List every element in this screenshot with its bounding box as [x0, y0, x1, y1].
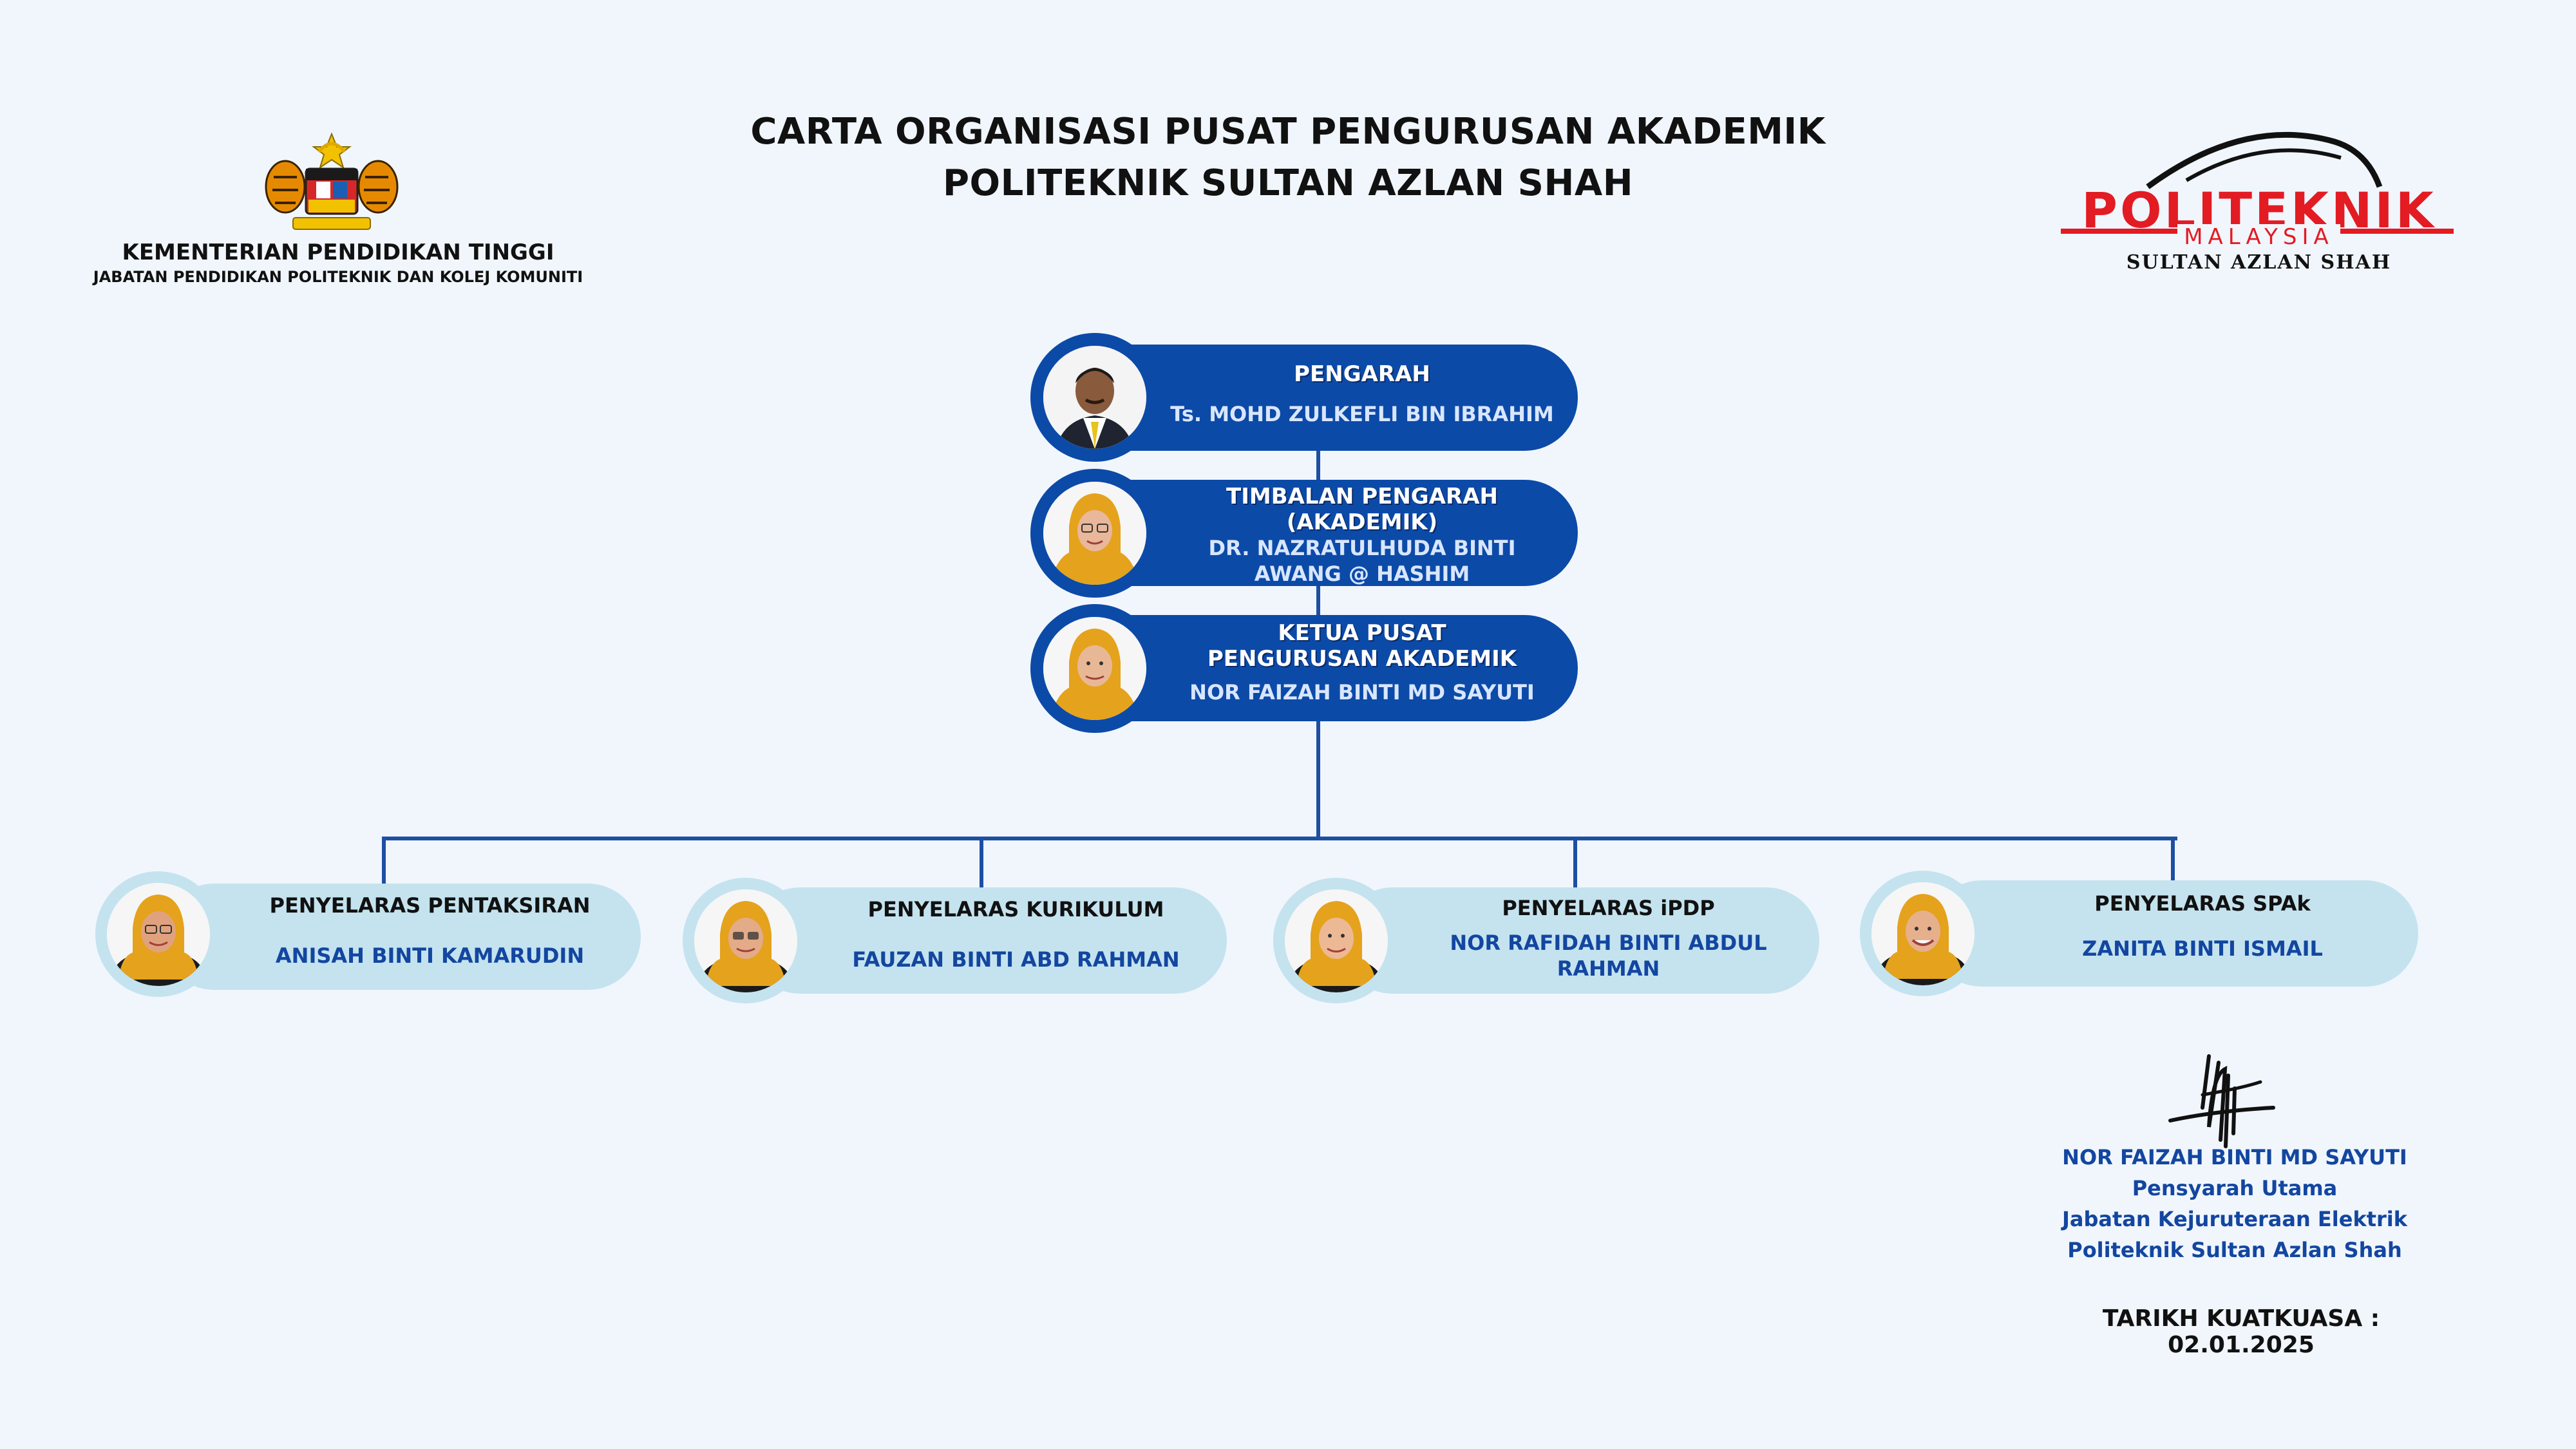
- avatar: [1043, 346, 1146, 449]
- branch-connector: [980, 837, 983, 888]
- person-name: NOR RAFIDAH BINTI ABDUL: [1450, 931, 1767, 955]
- signature: [2168, 1054, 2275, 1148]
- role-title: PENYELARAS KURIKULUM: [867, 897, 1164, 922]
- logo-text-malaysia: MALAYSIA: [2058, 224, 2460, 250]
- person-name: Ts. MOHD ZULKEFLI BIN IBRAHIM: [1170, 402, 1554, 426]
- role-title: KETUA PUSAT: [1278, 620, 1446, 646]
- department-name: JABATAN PENDIDIKAN POLITEKNIK DAN KOLEJ …: [93, 268, 583, 286]
- role-title: TIMBALAN PENGARAH: [1226, 484, 1498, 509]
- signatory-department: Jabatan Kejuruteraan Elektrik: [2061, 1207, 2408, 1231]
- coordinator-card-ipdp: PENYELARAS iPDP NOR RAFIDAH BINTI ABDUL …: [1340, 887, 1819, 994]
- coat-of-arms-logo: [265, 132, 399, 230]
- person-name: DR. NAZRATULHUDA BINTI: [1208, 536, 1516, 560]
- page-title: CARTA ORGANISASI PUSAT PENGURUSAN AKADEM…: [750, 111, 1826, 153]
- avatar: [1043, 482, 1146, 585]
- person-name: ANISAH BINTI KAMARUDIN: [275, 943, 585, 968]
- person-name: ZANITA BINTI ISMAIL: [2082, 936, 2323, 961]
- role-title: PENYELARAS SPAk: [2094, 891, 2311, 916]
- coordinator-card-spak: PENYELARAS SPAk ZANITA BINTI ISMAIL: [1929, 880, 2418, 987]
- signatory-name: NOR FAIZAH BINTI MD SAYUTI: [2062, 1145, 2407, 1170]
- role-title: PENYELARAS iPDP: [1502, 896, 1715, 920]
- avatar: [694, 889, 797, 992]
- coordinator-card-pentaksiran: PENYELARAS PENTAKSIRAN ANISAH BINTI KAMA…: [161, 884, 641, 990]
- avatar: [1043, 617, 1146, 720]
- page-subtitle: POLITEKNIK SULTAN AZLAN SHAH: [942, 162, 1634, 204]
- effective-date: TARIKH KUATKUASA : 02.01.2025: [2102, 1305, 2380, 1358]
- role-title-line2: (AKADEMIK): [1286, 509, 1438, 535]
- horizontal-connector: [382, 837, 2177, 840]
- avatar: [107, 883, 210, 986]
- signatory-position: Pensyarah Utama: [2132, 1176, 2338, 1200]
- person-name-line2: AWANG @ HASHIM: [1254, 562, 1470, 586]
- logo-text-campus: SULTAN AZLAN SHAH: [2126, 251, 2392, 274]
- avatar: [1871, 882, 1975, 985]
- branch-connector: [1573, 837, 1577, 888]
- ministry-name: KEMENTERIAN PENDIDIKAN TINGGI: [122, 240, 554, 265]
- signatory-institution: Politeknik Sultan Azlan Shah: [2067, 1238, 2402, 1262]
- branch-connector: [2171, 837, 2175, 888]
- person-name: NOR FAIZAH BINTI MD SAYUTI: [1189, 680, 1535, 705]
- person-name-line2: RAHMAN: [1557, 956, 1660, 981]
- coordinator-card-kurikulum: PENYELARAS KURIKULUM FAUZAN BINTI ABD RA…: [747, 887, 1227, 994]
- person-name: FAUZAN BINTI ABD RAHMAN: [852, 947, 1180, 972]
- politeknik-logo: POLITEKNIK MALAYSIA SULTAN AZLAN SHAH: [2058, 122, 2460, 277]
- role-title-line2: PENGURUSAN AKADEMIK: [1207, 646, 1517, 672]
- role-title: PENYELARAS PENTAKSIRAN: [269, 893, 591, 918]
- role-title: PENGARAH: [1294, 361, 1430, 387]
- avatar: [1285, 889, 1388, 992]
- branch-connector: [382, 837, 386, 888]
